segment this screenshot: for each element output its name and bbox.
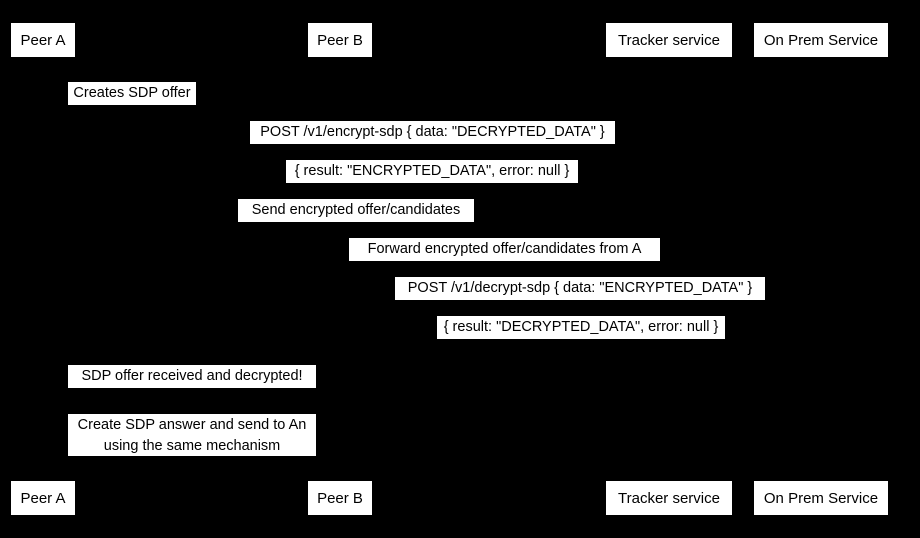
lifeline-tracker-service — [669, 58, 670, 480]
message-label-creates-sdp-offer: Creates SDP offer — [68, 82, 196, 105]
arrow-creates-sdp-offer — [43, 106, 83, 107]
lifeline-peer-b — [340, 58, 341, 480]
arrow-encrypt-sdp-result — [43, 184, 821, 185]
participant-foot-tracker-service[interactable]: Tracker service — [605, 480, 733, 516]
participant-label: Peer A — [20, 489, 66, 507]
message-text: { result: "ENCRYPTED_DATA", error: null … — [294, 163, 570, 179]
message-label-send-encrypted-offer: Send encrypted offer/candidates — [238, 199, 474, 222]
participant-foot-peer-a[interactable]: Peer A — [10, 480, 76, 516]
message-text: SDP offer received and decrypted! — [81, 368, 303, 384]
participant-label: On Prem Service — [763, 489, 879, 507]
message-text-line-1: Create SDP answer and send to An — [77, 417, 307, 433]
message-label-decrypt-sdp-result: { result: "DECRYPTED_DATA", error: null … — [437, 316, 725, 339]
message-label-forward-encrypted-offer: Forward encrypted offer/candidates from … — [349, 238, 660, 261]
participant-label: Peer B — [317, 31, 363, 49]
arrow-decrypt-sdp-result — [340, 340, 821, 341]
message-text: Forward encrypted offer/candidates from … — [367, 241, 642, 257]
message-text: { result: "DECRYPTED_DATA", error: null … — [443, 319, 719, 335]
message-text-line-2: using the same mechanism — [103, 438, 281, 454]
lifeline-on-prem-service — [821, 58, 822, 480]
message-text: POST /v1/decrypt-sdp { data: "ENCRYPTED_… — [407, 280, 753, 296]
participant-label: Tracker service — [618, 489, 720, 507]
participant-foot-on-prem-service[interactable]: On Prem Service — [753, 480, 889, 516]
message-label-post-encrypt-sdp: POST /v1/encrypt-sdp { data: "DECRYPTED_… — [250, 121, 615, 144]
message-label-post-decrypt-sdp: POST /v1/decrypt-sdp { data: "ENCRYPTED_… — [395, 277, 765, 300]
participant-head-tracker-service[interactable]: Tracker service — [605, 22, 733, 58]
participant-head-peer-a[interactable]: Peer A — [10, 22, 76, 58]
participant-foot-peer-b[interactable]: Peer B — [307, 480, 373, 516]
arrow-send-encrypted-offer — [43, 223, 669, 224]
participant-label: Tracker service — [618, 31, 720, 49]
arrow-forward-encrypted-offer — [340, 262, 669, 263]
message-label-sdp-offer-received: SDP offer received and decrypted! — [68, 365, 316, 388]
participant-label: On Prem Service — [763, 31, 879, 49]
message-text: POST /v1/encrypt-sdp { data: "DECRYPTED_… — [260, 124, 605, 140]
arrow-post-encrypt-sdp — [43, 145, 821, 146]
message-text: Creates SDP offer — [73, 85, 191, 101]
participant-head-on-prem-service[interactable]: On Prem Service — [753, 22, 889, 58]
message-label-encrypt-sdp-result: { result: "ENCRYPTED_DATA", error: null … — [286, 160, 578, 183]
message-text: Send encrypted offer/candidates — [251, 202, 461, 218]
message-label-create-sdp-answer: Create SDP answer and send to An using t… — [68, 414, 316, 456]
participant-head-peer-b[interactable]: Peer B — [307, 22, 373, 58]
arrow-post-decrypt-sdp — [340, 301, 821, 302]
participant-label: Peer A — [20, 31, 66, 49]
lifeline-peer-a — [43, 58, 44, 480]
participant-label: Peer B — [317, 489, 363, 507]
